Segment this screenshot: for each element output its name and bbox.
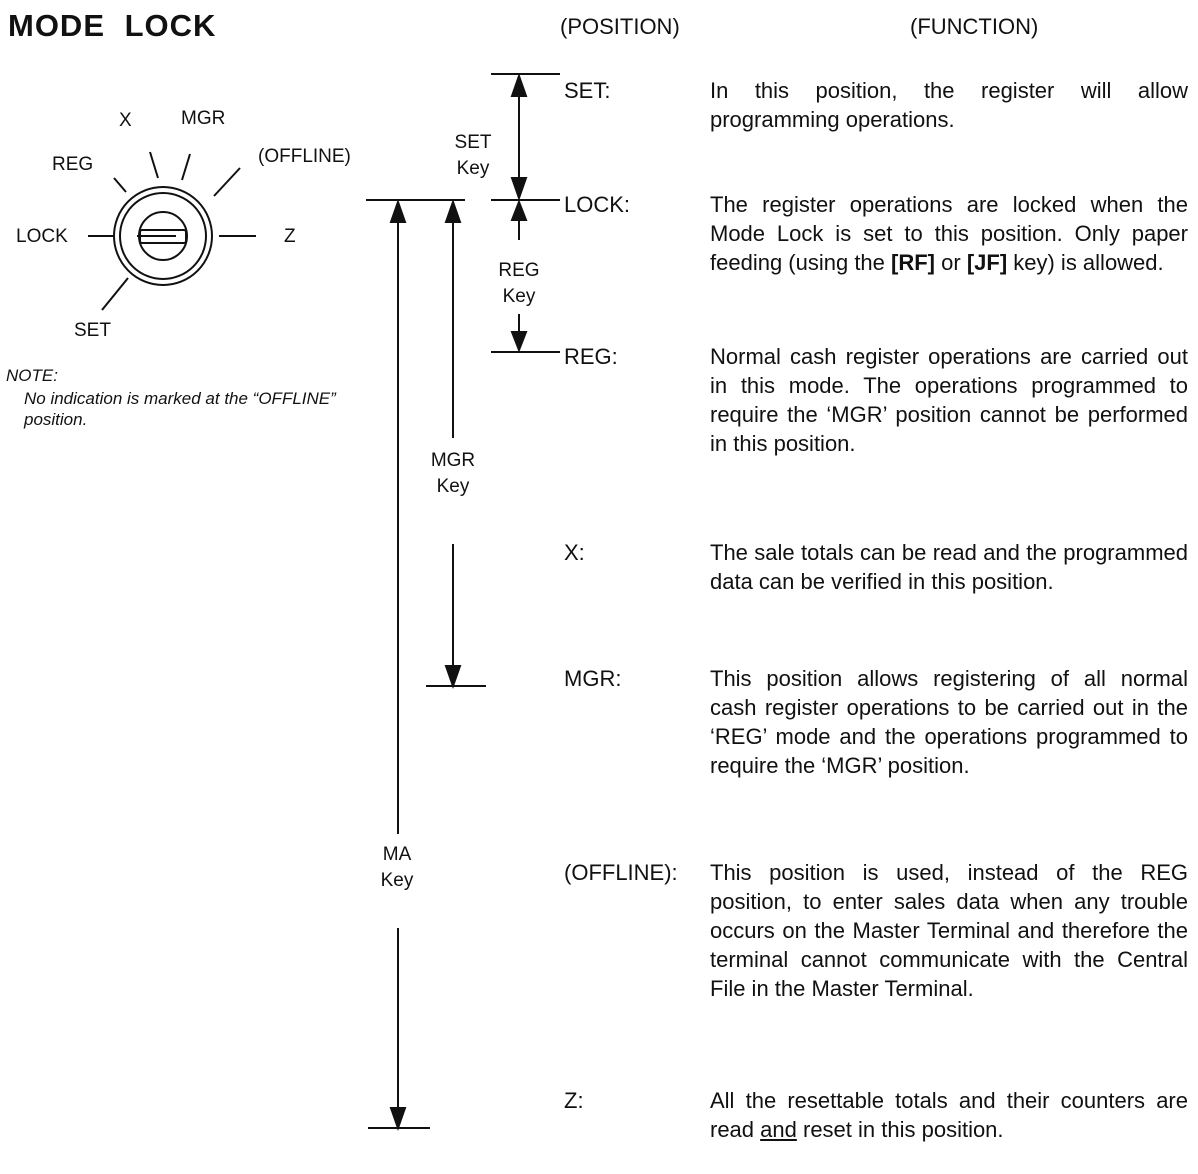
position-x: X: — [564, 540, 585, 565]
function-z: All the resettable totals and their coun… — [710, 1088, 1188, 1142]
dial-label-reg: REG — [52, 154, 94, 175]
position-set: SET: — [564, 78, 611, 103]
page-title: MODE LOCK — [8, 8, 217, 43]
mgr-tick — [181, 153, 191, 181]
ma-key-arrow-up — [389, 198, 407, 223]
function-mgr: This position allows registering of all … — [710, 666, 1188, 778]
position-mgr: MGR: — [564, 666, 622, 691]
function-offline: This position is used, instead of the RE… — [710, 860, 1188, 1001]
dial-inner-ring — [119, 192, 207, 280]
dial-label-z: Z — [284, 226, 296, 247]
dial-label-set: SET — [74, 320, 111, 341]
position-offline: (OFFLINE): — [564, 860, 678, 885]
note-title: NOTE: — [6, 366, 58, 385]
ma-key-arrow-down — [389, 1107, 407, 1132]
function-reg: Normal cash register operations are carr… — [710, 344, 1188, 456]
function-set: In this position, the register will allo… — [710, 78, 1188, 132]
reg-key-arrow-down — [510, 331, 528, 353]
function-x: The sale totals can be read and the prog… — [710, 540, 1188, 594]
reg-key-arrow-up — [510, 199, 528, 221]
x-tick — [149, 151, 159, 179]
position-lock: LOCK: — [564, 192, 631, 217]
dial-label-x: X — [119, 110, 132, 131]
mgr-key-arrow-up — [444, 198, 462, 223]
dial-label-lock: LOCK — [16, 226, 68, 247]
reg-tick — [113, 177, 127, 193]
note-text: No indication is marked at the “OFFLINE”… — [24, 389, 336, 429]
position-reg: REG: — [564, 344, 618, 369]
dial-label-mgr: MGR — [181, 108, 226, 129]
position-z: Z: — [564, 1088, 584, 1113]
set-tick — [101, 277, 129, 311]
key-range-diagram — [366, 72, 560, 1132]
offline-tick — [213, 167, 241, 197]
set-key-arrow-up — [510, 72, 528, 97]
mode-lock-dial-diagram — [88, 151, 256, 311]
dial-label-offline: (OFFLINE) — [258, 146, 351, 167]
function-lock: The register operations are locked when … — [710, 192, 1188, 275]
position-column-header: (POSITION) — [560, 14, 680, 39]
function-column-header: (FUNCTION) — [910, 14, 1039, 39]
set-key-arrow-down — [510, 177, 528, 202]
mgr-key-arrow-down — [444, 665, 462, 690]
